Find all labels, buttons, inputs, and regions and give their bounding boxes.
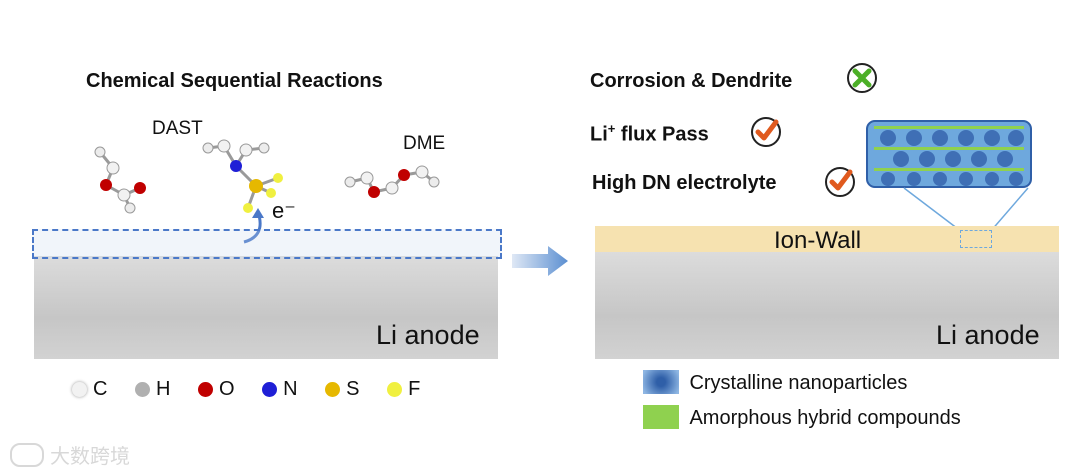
atom-n: N	[262, 378, 298, 400]
right-anode-label: Li anode	[936, 320, 1040, 350]
dast-label: DAST	[152, 118, 203, 139]
atom-f: F	[387, 378, 420, 400]
legend-amorphous: Amorphous hybrid compounds	[643, 405, 961, 430]
fluorine-dot-icon	[387, 382, 403, 397]
molecule-dme-right	[344, 165, 440, 198]
hydrogen-dot-icon	[135, 382, 151, 397]
check-icon	[751, 117, 781, 147]
ion-wall-zoom-inset	[866, 120, 1032, 188]
atom-c: C	[72, 378, 107, 400]
dme-label: DME	[403, 133, 446, 154]
atom-h: H	[135, 378, 170, 400]
atom-legend: C H O N S F	[72, 378, 420, 401]
atom-s: S	[325, 378, 360, 400]
ion-wall-label: Ion-Wall	[774, 227, 862, 254]
left-panel-title: Chemical Sequential Reactions	[86, 70, 383, 92]
left-li-anode	[34, 256, 498, 359]
zoom-region-box	[960, 230, 992, 248]
item-li-flux: Li+ flux Pass	[590, 121, 709, 146]
sulfur-dot-icon	[325, 382, 341, 397]
molecule-dme-left	[94, 146, 146, 214]
nitrogen-dot-icon	[262, 382, 278, 397]
watermark: 大数跨境	[10, 440, 130, 469]
carbon-dot-icon	[72, 382, 87, 397]
item-high-dn: High DN electrolyte	[592, 172, 777, 194]
crystalline-swatch-icon	[643, 370, 679, 394]
left-anode-label: Li anode	[376, 320, 480, 350]
transition-arrow-icon	[512, 246, 568, 276]
legend-crystalline: Crystalline nanoparticles	[643, 370, 907, 395]
electron-transfer-arrow-icon	[243, 208, 264, 244]
electron-label: e⁻	[272, 198, 296, 223]
watermark-logo-icon	[10, 443, 44, 467]
item-corrosion-dendrite: Corrosion & Dendrite	[590, 70, 793, 92]
check-icon	[825, 167, 855, 197]
amorphous-swatch-icon	[643, 405, 679, 429]
cross-icon	[847, 63, 877, 93]
sei-reaction-zone	[32, 229, 502, 259]
molecule-dast	[202, 139, 283, 213]
right-li-anode	[595, 252, 1059, 359]
oxygen-dot-icon	[198, 382, 214, 397]
atom-o: O	[198, 378, 235, 400]
